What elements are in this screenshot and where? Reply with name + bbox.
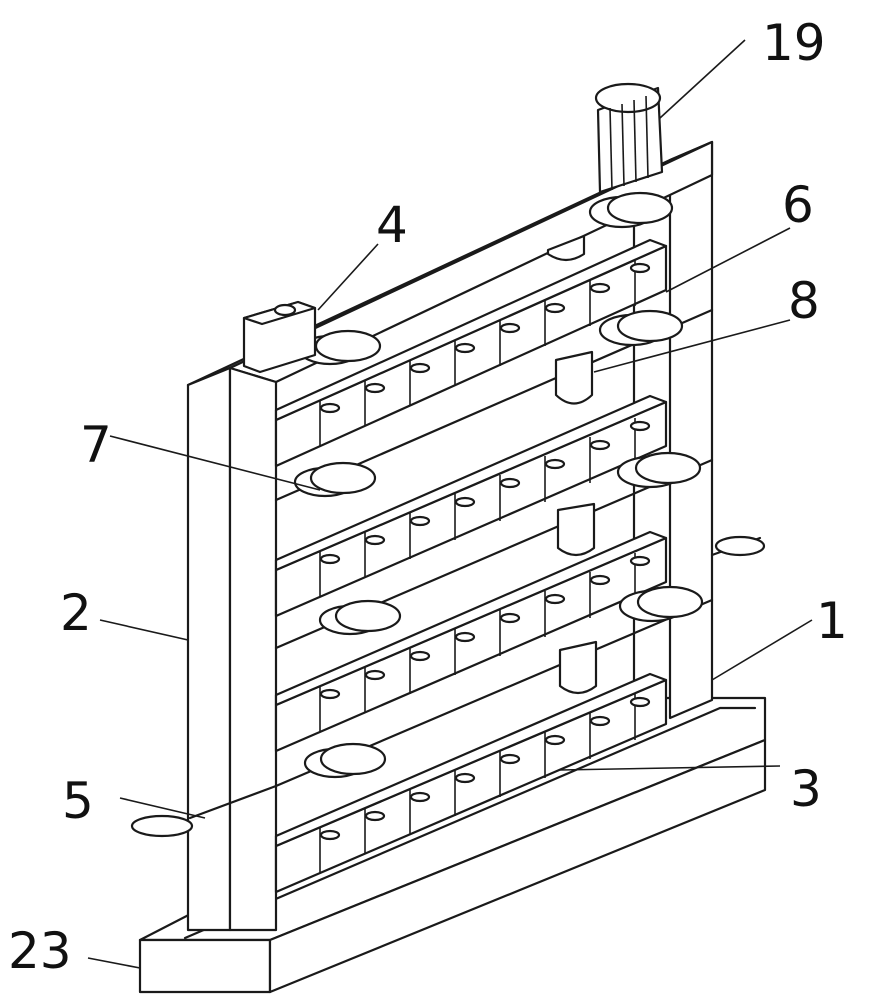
shelf-row-4 xyxy=(274,672,668,894)
callout-7: 7 xyxy=(80,416,112,474)
spray-heads xyxy=(130,191,766,838)
callout-5: 5 xyxy=(62,772,94,830)
callout-3: 3 xyxy=(790,760,822,818)
shelf-row-1 xyxy=(274,238,668,468)
callout-8: 8 xyxy=(788,272,820,330)
top-components xyxy=(242,82,664,374)
leader-lines xyxy=(87,39,813,969)
callout-23: 23 xyxy=(8,922,72,980)
left-post xyxy=(186,366,278,932)
callout-labels: 19 4 6 8 7 2 1 5 3 23 xyxy=(8,14,848,980)
shelf-row-3 xyxy=(274,530,668,753)
shelf-row-2 xyxy=(274,394,668,618)
drip-nozzles xyxy=(546,234,598,695)
callout-4: 4 xyxy=(376,196,408,254)
callout-19: 19 xyxy=(762,14,826,72)
callout-6: 6 xyxy=(782,176,814,234)
shelf-rows xyxy=(274,238,668,894)
callout-2: 2 xyxy=(60,584,92,642)
callout-1: 1 xyxy=(816,592,848,650)
